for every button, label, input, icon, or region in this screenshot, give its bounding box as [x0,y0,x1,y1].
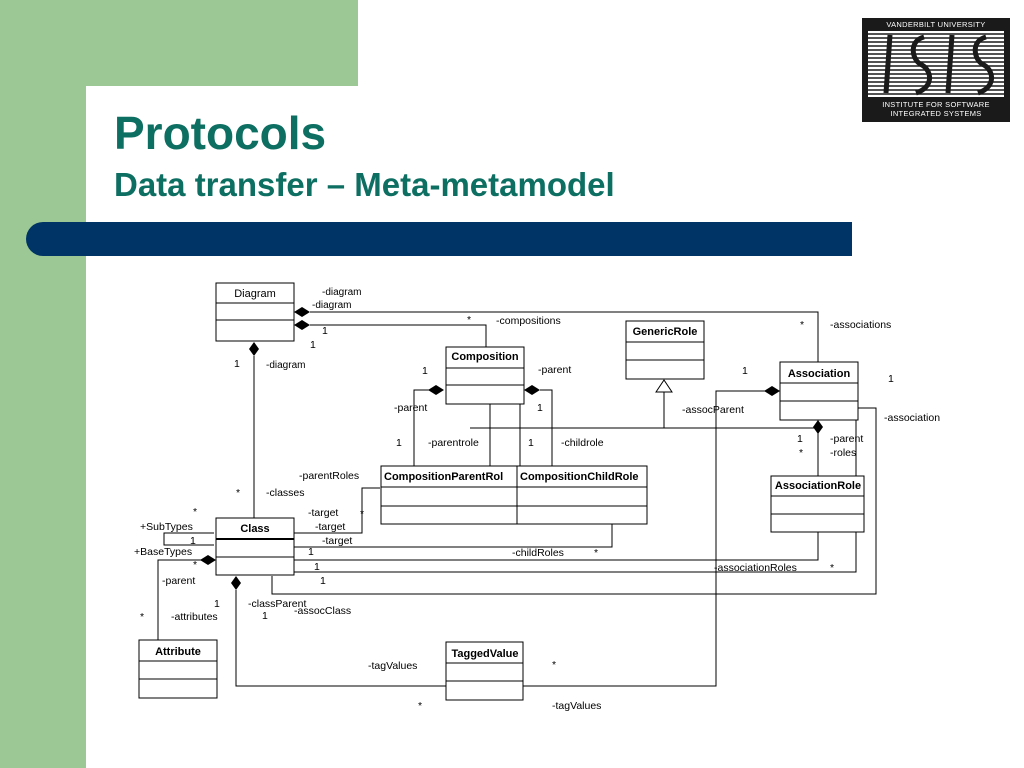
label-diagram-b: -diagram [312,300,351,311]
class-attribute[interactable]: Attribute [138,639,218,699]
label-associations: -associations [830,319,891,331]
label-star-compositions: * [467,314,471,326]
class-association[interactable]: Association [779,361,859,421]
label-one-b: 1 [310,339,316,351]
label-compositions: -compositions [496,315,561,327]
label-one-comp-bottom: 1 [537,402,543,414]
label-target-a: -target [308,507,338,519]
label-one-assocclass: 1 [262,610,268,622]
class-diagram-title: Diagram [234,288,276,300]
title-divider-band [26,222,852,256]
label-one-t1: 1 [308,546,314,558]
class-association-role[interactable]: AssociationRole [770,475,865,533]
label-star-childroles: * [594,547,598,559]
green-header-block [0,0,358,86]
logo-emblem [868,31,1004,97]
label-child-roles: -childRoles [512,547,564,559]
class-generic-role[interactable]: GenericRole [625,320,705,380]
label-star-attributes: * [140,611,144,623]
label-target-b: -target [315,521,345,533]
label-one-a: 1 [322,325,328,337]
association-labels: -diagram -diagram * -compositions * -ass… [134,287,940,712]
label-one-t3: 1 [320,575,326,587]
label-assoc-parent: -assocParent [682,404,744,416]
label-one-assoc-left: 1 [742,365,748,377]
label-attributes: -attributes [171,611,218,623]
label-one-ar: 1 [797,433,803,445]
label-star-associations: * [800,319,804,331]
green-sidebar [0,0,86,768]
label-star-tagvalues-a: * [552,659,556,671]
class-composition-parent-role[interactable]: CompositionParentRol [380,465,518,525]
content-panel [86,86,1024,768]
label-star-ar: * [799,447,803,459]
label-one-comp-left: 1 [422,365,428,377]
label-diagram-a: -diagram [322,287,361,298]
label-star-tagvalues-b: * [418,700,422,712]
label-subtypes: +SubTypes [140,521,193,533]
label-parent-roles: -parentRoles [299,470,359,482]
label-one-subtypes: 1 [190,535,196,547]
generalization-triangle [655,379,673,393]
label-one-diagram: 1 [234,358,240,370]
class-class-title: Class [240,523,269,535]
label-star-basetypes: * [193,559,197,571]
class-attribute-title: Attribute [155,646,201,658]
label-parent-attr: -parent [162,575,195,587]
class-association-title: Association [788,368,851,380]
slide-subtitle: Data transfer – Meta-metamodel [114,166,615,203]
label-association: -association [884,412,940,424]
isis-logo: VANDERBILT UNIVERSITY INSTITUTE FOR SOFT… [862,18,1010,122]
label-one-parentrole: 1 [396,437,402,449]
class-composition-parent-role-title: CompositionParentRol [384,471,503,483]
class-association-role-title: AssociationRole [775,480,861,492]
label-assoc-class: -assocClass [294,605,351,617]
logo-institute-line2: INTEGRATED SYSTEMS [890,109,982,118]
label-star-classes: * [236,487,240,499]
label-association-roles: -associationRoles [714,562,797,574]
logo-institute-line1: INSTITUTE FOR SOFTWARE [882,100,990,109]
label-tag-values-a: -tagValues [368,660,417,672]
class-composition[interactable]: Composition [445,346,525,405]
label-one-t2: 1 [314,561,320,573]
class-composition-title: Composition [451,351,518,363]
label-parentrole: -parentrole [428,437,479,449]
composition-diamonds [200,307,823,590]
label-tag-values-b: -tagValues [552,700,601,712]
label-star-subtypes: * [193,506,197,518]
label-parent-comp: -parent [538,364,571,376]
class-composition-child-role[interactable]: CompositionChildRole [516,465,648,525]
label-one-childrole: 1 [528,437,534,449]
class-generic-role-title: GenericRole [633,326,698,338]
label-target-c: -target [322,535,352,547]
class-tagged-value[interactable]: TaggedValue [445,641,524,701]
association-lines [157,311,877,687]
label-class-parent: -classParent [248,598,306,610]
slide-title: Protocols [114,107,327,159]
logo-institute-text: INSTITUTE FOR SOFTWARE INTEGRATED SYSTEM… [862,100,1010,118]
label-childrole: -childrole [561,437,604,449]
label-one-classparent: 1 [214,598,220,610]
logo-university-text: VANDERBILT UNIVERSITY [886,20,986,29]
class-tagged-value-title: TaggedValue [451,648,518,660]
class-class[interactable]: Class [215,517,295,576]
class-composition-child-role-title: CompositionChildRole [520,471,639,483]
label-one-assoc-right: 1 [888,373,894,385]
label-roles: -roles [830,447,856,459]
label-parent-ar: -parent [830,433,863,445]
label-star-target: * [360,508,364,520]
label-diagram-c: -diagram [266,360,305,371]
label-classes: -classes [266,487,305,499]
label-parent-left: -parent [394,402,427,414]
class-diagram[interactable]: Diagram [215,282,295,342]
label-basetypes: +BaseTypes [134,546,192,558]
label-star-association-roles: * [830,562,834,574]
